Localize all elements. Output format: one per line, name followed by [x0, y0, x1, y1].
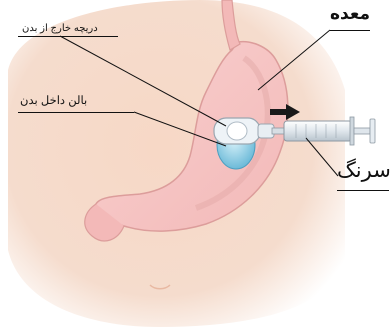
label-external-port: دریچه خارج از بدن — [22, 24, 98, 34]
underline-external-port — [18, 36, 118, 37]
label-syringe: سرنگ — [337, 160, 391, 181]
syringe-shape — [272, 117, 375, 145]
label-stomach: معده — [330, 6, 370, 23]
torso-skin — [8, 0, 345, 327]
port-center — [227, 122, 247, 140]
underline-syringe — [337, 190, 389, 191]
label-internal-balloon: بالن داخل بدن — [20, 96, 87, 108]
underline-stomach — [330, 30, 370, 31]
underline-internal-balloon — [18, 112, 134, 113]
